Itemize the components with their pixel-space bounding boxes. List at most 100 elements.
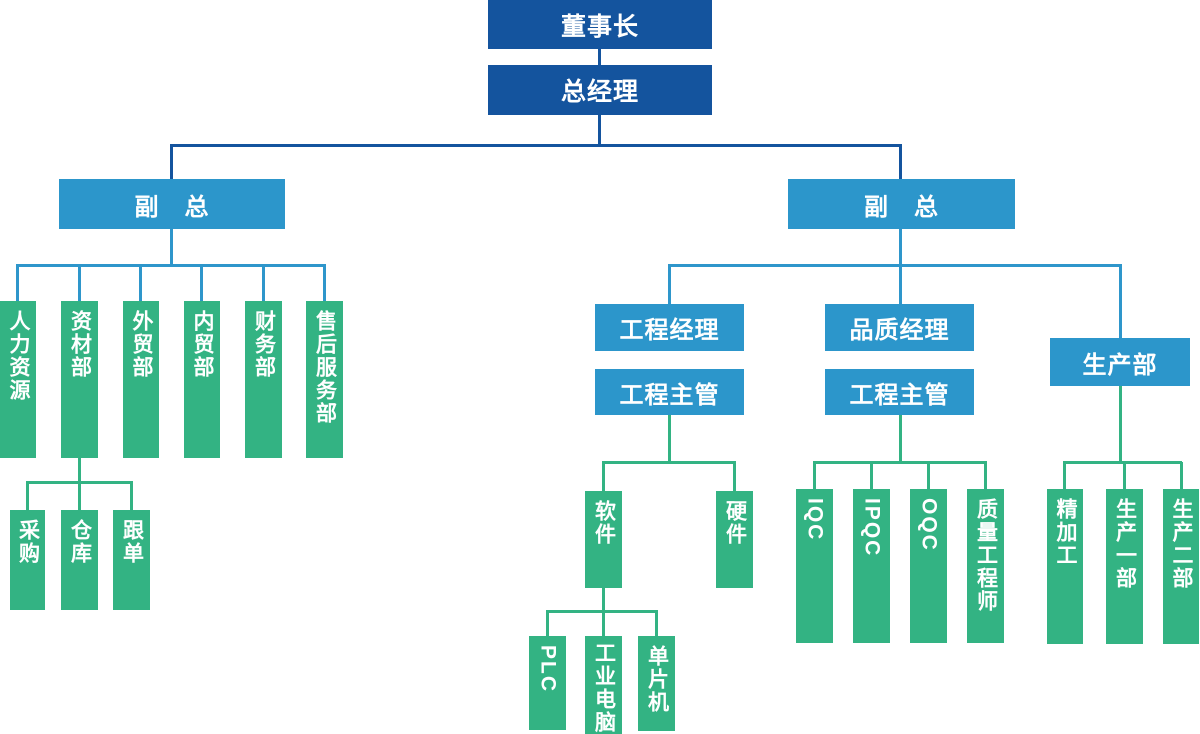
connector-line [813, 461, 987, 464]
connector-line [170, 229, 173, 266]
node-label: 生产二部 [1170, 498, 1194, 590]
node-label: 精加工 [1054, 498, 1078, 567]
connector-line [1119, 386, 1122, 463]
org-node-plc: PLC [529, 636, 566, 730]
connector-line [870, 462, 873, 489]
connector-line [668, 415, 671, 463]
org-node-eng-manager: 工程经理 [595, 304, 744, 351]
org-node-oqc: OQC [910, 489, 947, 643]
connector-line [546, 611, 549, 636]
connector-line [139, 265, 142, 301]
org-node-production-dept-2: 生产二部 [1163, 489, 1199, 644]
node-label: 售后服务部 [313, 310, 337, 425]
node-label: PLC [536, 645, 560, 693]
org-node-quality-manager: 品质经理 [825, 304, 974, 351]
connector-line [668, 264, 1122, 267]
connector-line [598, 115, 601, 145]
org-node-vp-left: 副 总 [59, 179, 285, 229]
connector-line [323, 265, 326, 301]
connector-line [598, 49, 601, 65]
org-node-general-manager: 总经理 [488, 65, 712, 115]
node-label: 内贸部 [191, 310, 215, 379]
org-node-production-dept-1: 生产一部 [1106, 489, 1143, 644]
org-node-order-follow: 跟单 [113, 510, 150, 610]
node-label: 硬件 [723, 500, 747, 546]
connector-line [170, 144, 902, 147]
node-label: 副 总 [864, 193, 939, 221]
node-label: 生产部 [1082, 351, 1158, 379]
connector-line [899, 265, 902, 304]
connector-line [733, 462, 736, 491]
node-label: 仓库 [68, 519, 92, 565]
org-node-eng-supervisor-2: 工程主管 [825, 369, 974, 415]
node-label: 工业电脑 [592, 642, 616, 734]
org-node-ipqc: IPQC [853, 489, 890, 643]
connector-line [927, 462, 930, 489]
node-label: 人力资源 [7, 310, 31, 402]
org-node-mcu: 单片机 [638, 636, 675, 731]
org-node-vp-right: 副 总 [788, 179, 1015, 229]
connector-line [602, 461, 736, 464]
node-label: IQC [803, 498, 827, 542]
connector-line [655, 611, 658, 636]
node-label: 跟单 [120, 519, 144, 565]
node-label: 外贸部 [130, 310, 154, 379]
connector-line [262, 265, 265, 301]
org-node-software: 软件 [585, 491, 622, 588]
connector-line [899, 415, 902, 463]
org-node-foreign-trade: 外贸部 [123, 301, 159, 458]
connector-line [1063, 461, 1182, 464]
connector-line [602, 462, 605, 491]
node-label: 单片机 [645, 645, 669, 714]
node-label: 财务部 [252, 310, 276, 379]
connector-line [200, 265, 203, 301]
connector-line [899, 229, 902, 266]
node-label: 品质经理 [849, 317, 950, 344]
connector-line [1119, 265, 1122, 338]
org-node-precision-machining: 精加工 [1047, 489, 1083, 644]
org-node-after-sales: 售后服务部 [306, 301, 343, 458]
node-label: 工程主管 [849, 381, 950, 409]
org-node-finance: 财务部 [245, 301, 282, 458]
connector-line [26, 482, 29, 510]
connector-line [1180, 462, 1183, 489]
node-label: 采购 [16, 519, 40, 565]
connector-line [1123, 462, 1126, 489]
connector-line [78, 458, 81, 484]
node-label: 质量工程师 [974, 498, 998, 613]
node-label: 董事长 [560, 12, 639, 41]
node-label: OQC [917, 498, 941, 552]
connector-line [602, 611, 605, 636]
node-label: 软件 [592, 500, 616, 546]
connector-line [78, 482, 81, 510]
node-label: 工程主管 [619, 381, 720, 409]
connector-line [170, 144, 173, 179]
org-node-eng-supervisor-1: 工程主管 [595, 369, 744, 415]
connector-line [78, 265, 81, 301]
org-node-procurement: 采购 [10, 510, 45, 610]
org-node-industrial-computer: 工业电脑 [585, 636, 622, 734]
connector-line [668, 265, 671, 304]
connector-line [984, 462, 987, 489]
connector-line [602, 588, 605, 613]
node-label: 副 总 [134, 193, 210, 221]
node-label: 工程经理 [619, 317, 720, 344]
org-node-hr: 人力资源 [0, 301, 36, 458]
connector-line [1063, 462, 1066, 489]
connector-line [813, 462, 816, 489]
org-node-domestic-trade: 内贸部 [184, 301, 220, 458]
connector-line [16, 264, 326, 267]
org-node-production: 生产部 [1050, 338, 1190, 386]
org-node-materials: 资材部 [61, 301, 98, 458]
org-node-warehouse: 仓库 [61, 510, 98, 610]
connector-line [130, 482, 133, 510]
org-node-quality-engineer: 质量工程师 [967, 489, 1004, 643]
org-node-chairman: 董事长 [488, 0, 712, 49]
node-label: IPQC [860, 498, 884, 558]
node-label: 生产一部 [1113, 498, 1137, 590]
node-label: 总经理 [560, 78, 639, 106]
connector-line [899, 144, 902, 179]
org-node-hardware: 硬件 [716, 491, 753, 588]
node-label: 资材部 [68, 310, 92, 379]
